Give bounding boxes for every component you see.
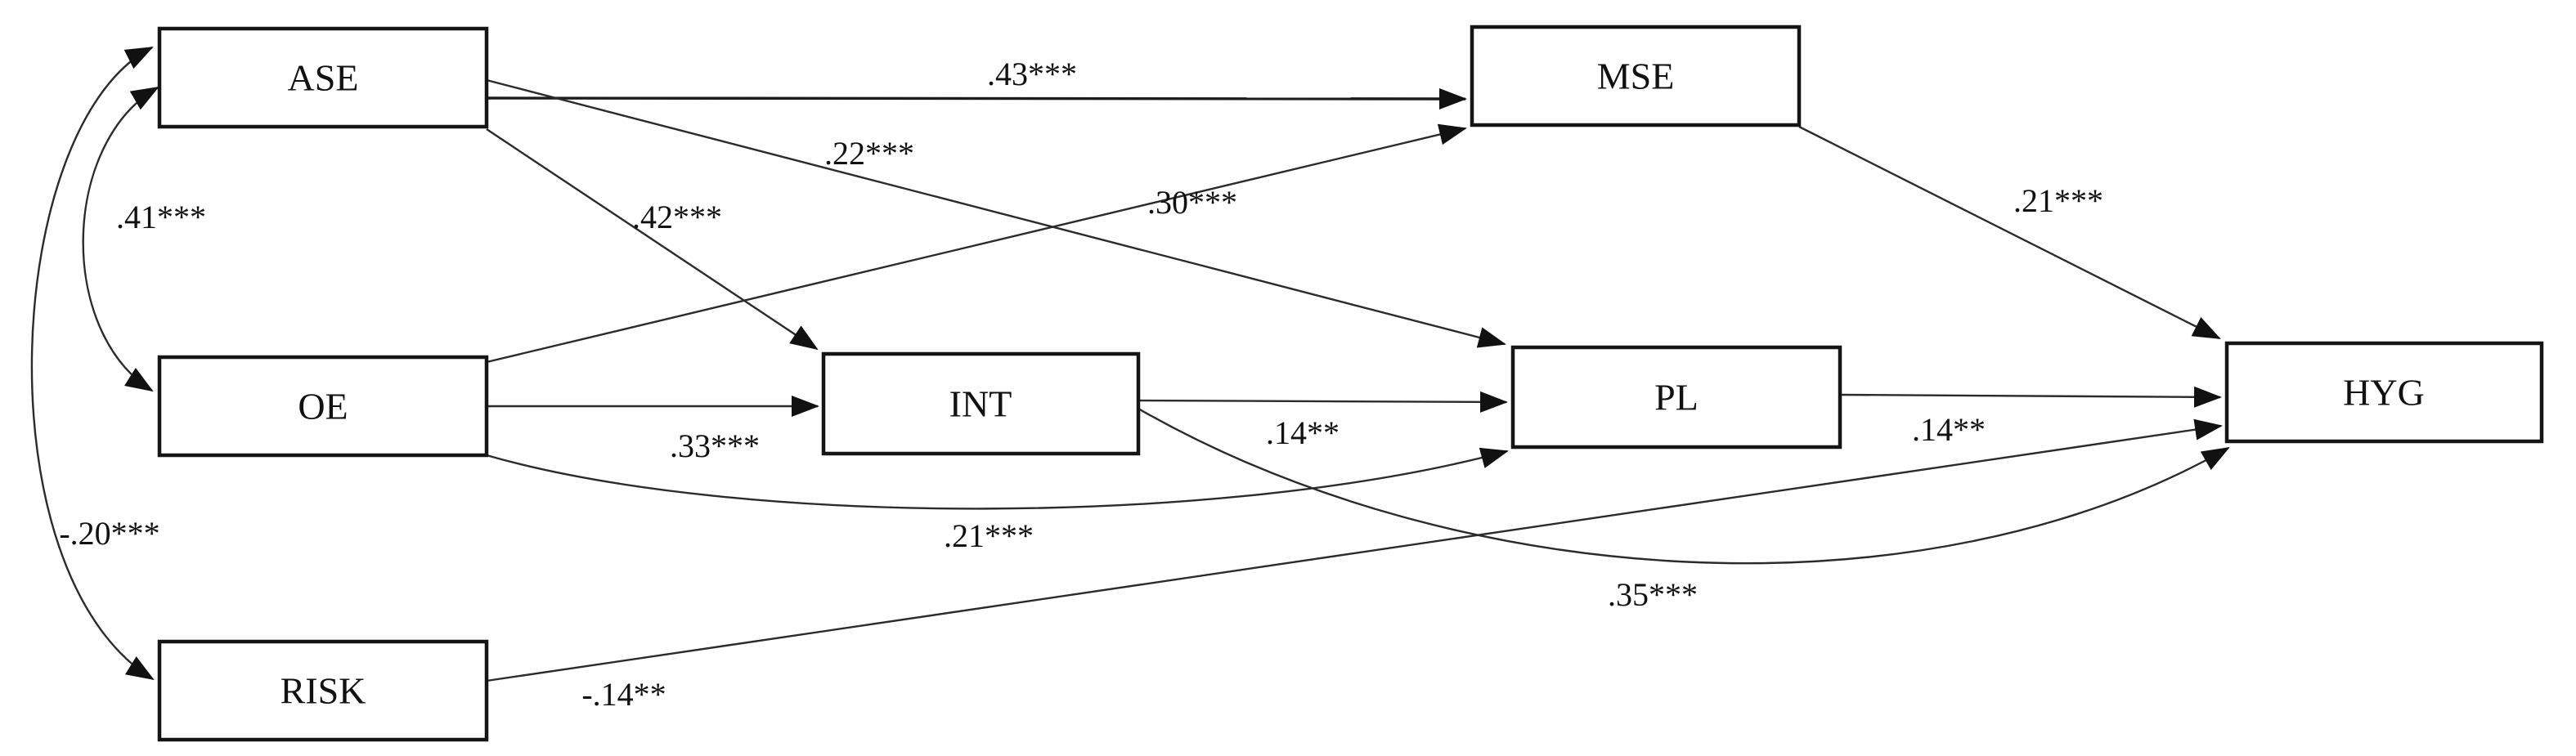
node-oe-label: OE [298, 386, 348, 427]
edge-int-pl-arrow [1138, 391, 1508, 413]
node-hyg-label: HYG [2343, 372, 2425, 414]
edge-label-int-pl: .14** [1266, 414, 1340, 451]
edge-ase-pl-arrow [486, 78, 1506, 348]
edge-label-mse-hyg: .21*** [2013, 182, 2103, 219]
edge-pl-hyg-arrow [1839, 386, 2222, 408]
edge-label-int-hyg: .35*** [1608, 576, 1698, 613]
edge-label-ase-int: .42*** [632, 199, 722, 235]
edge-ase-int-arrow [486, 128, 819, 351]
edge-label-ase-risk: -.20*** [59, 515, 159, 552]
node-hyg-box [2224, 341, 2544, 444]
edge-ase-oe-covariance [82, 86, 159, 392]
edge-ase-mse-arrow [486, 87, 1467, 110]
node-pl: PL [1510, 345, 1842, 450]
edge-label-risk-hyg: -.14** [581, 676, 666, 713]
node-int: INT [821, 351, 1141, 456]
edge-risk-hyg-arrow [486, 418, 2223, 682]
node-int-box [821, 351, 1141, 456]
edge-label-oe-pl: .21*** [944, 517, 1034, 554]
node-int-label: INT [949, 383, 1012, 425]
edge-label-pl-hyg: .14** [1912, 411, 1986, 448]
edge-int-hyg-arrow [1138, 407, 2230, 565]
node-mse-label: MSE [1597, 56, 1675, 97]
node-oe: OE [157, 355, 489, 458]
edge-label-oe-mse: .30*** [1147, 184, 1237, 221]
node-hyg: HYG [2224, 341, 2544, 444]
node-risk-box [157, 639, 489, 742]
edge-label-ase-mse: .43*** [987, 56, 1077, 92]
edge-mse-hyg-arrow [1798, 125, 2221, 340]
edge-ase-risk-covariance [30, 46, 155, 681]
node-risk: RISK [157, 639, 489, 742]
edge-label-oe-int: .33*** [670, 427, 760, 464]
edge-label-ase-pl: .22*** [824, 135, 914, 172]
node-ase-box [157, 26, 489, 129]
node-pl-label: PL [1654, 377, 1699, 418]
node-ase-label: ASE [288, 57, 359, 99]
node-ase: ASE [157, 26, 489, 129]
node-risk-label: RISK [280, 670, 366, 712]
node-pl-box [1510, 345, 1842, 450]
edge-oe-pl-arrow [486, 447, 1509, 510]
node-mse: MSE [1470, 25, 1802, 127]
node-oe-box [157, 355, 489, 458]
node-mse-box [1470, 25, 1802, 127]
edge-oe-mse-arrow [486, 123, 1467, 364]
edge-label-ase-oe: .41*** [116, 199, 206, 235]
